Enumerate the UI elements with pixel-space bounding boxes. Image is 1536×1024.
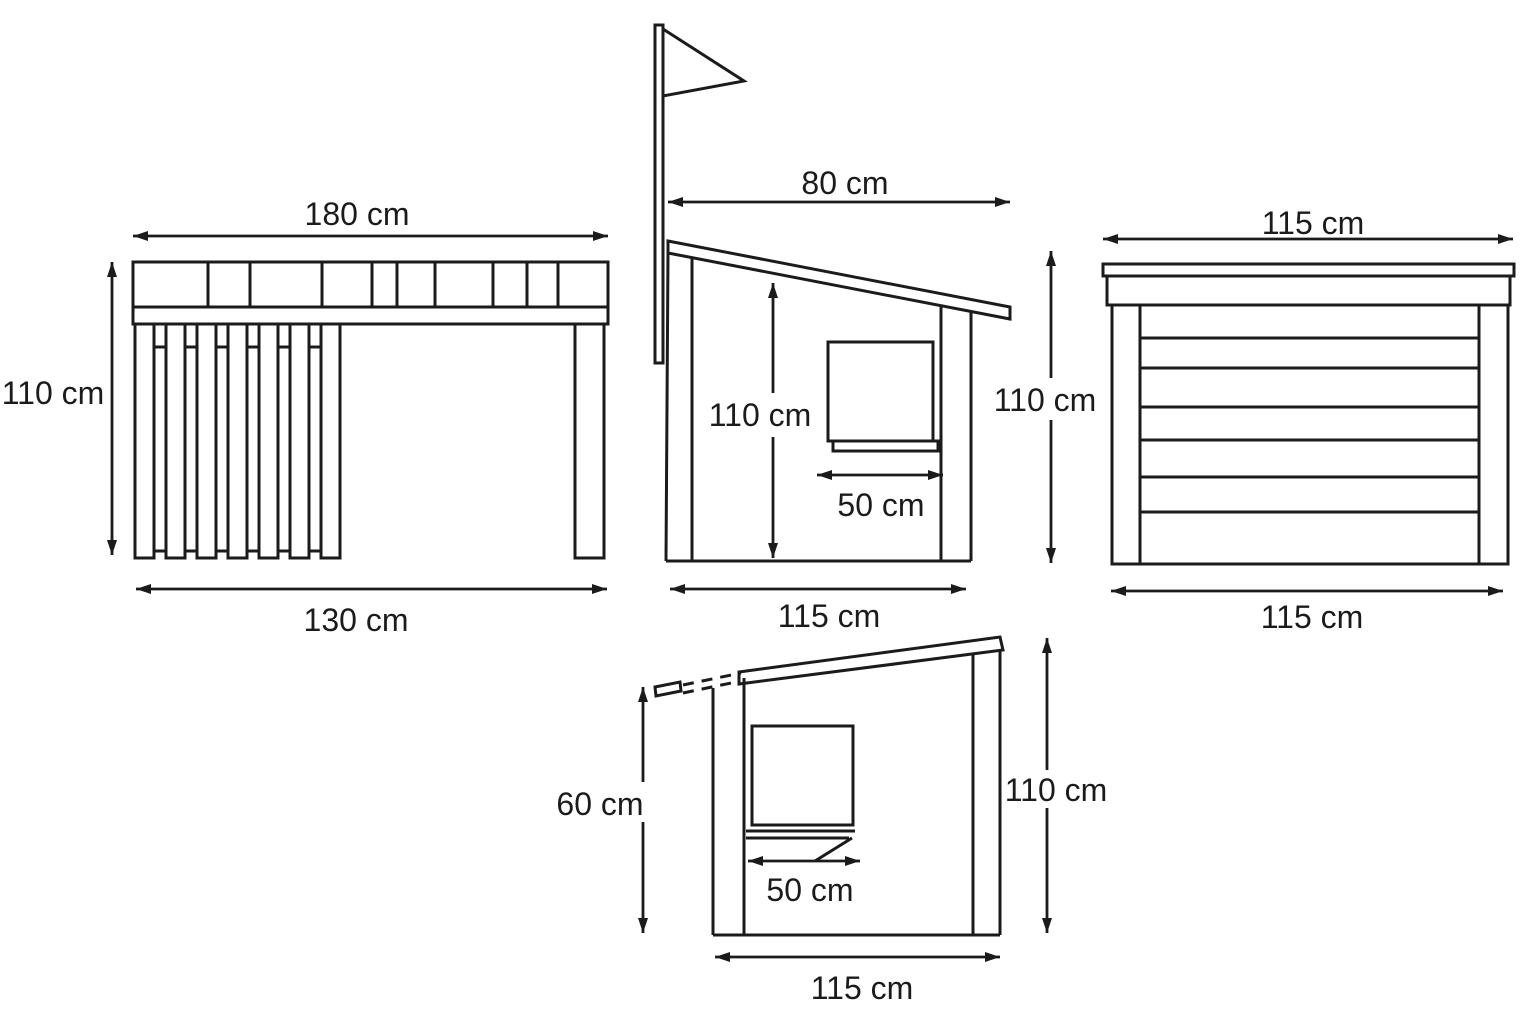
dim-label-window-width: 50 cm [837,487,924,523]
dim-label-side-width: 115 cm [811,970,914,1006]
slat [319,322,342,560]
slat [226,322,249,560]
dim-label-side-width: 115 cm [778,598,881,634]
roof-extension-dashed-top [682,671,742,687]
front-view: 180 cm 110 cm 130 cm [2,196,610,638]
roof-plank [666,239,1012,321]
slat [288,322,311,560]
dim-label-front-height: 60 cm [556,786,643,822]
flag-side-view: 80 cm 110 cm 110 cm 50 cm 115 cm [653,23,1097,634]
wall-edge-left-outer [664,252,670,562]
roof-strip-top [1101,262,1516,278]
dim-label-overall-height: 110 cm [1005,772,1108,808]
slat [214,345,230,553]
slat [307,345,323,553]
window-side-view: 60 cm 110 cm 50 cm 115 cm [556,635,1108,1006]
slat [133,322,156,560]
window [750,724,855,827]
corner-post-right [1477,303,1510,566]
window [826,340,935,443]
top-beam-dividers [206,262,560,307]
window-sill-open-flap [746,829,855,863]
leg-post [573,322,606,560]
dim-label-inner-height: 110 cm [709,397,812,433]
flag [661,26,748,98]
dim-label-front-bottom-width: 130 cm [304,602,409,638]
back-view: 115 cm 115 cm [1101,205,1516,635]
slat [152,345,168,553]
dim-label-overall-height: 110 cm [994,382,1097,418]
corner-post-left [1110,303,1142,566]
slat [195,322,218,560]
roof-extension-dashed-bottom [682,680,737,695]
plank-lines [1140,336,1479,514]
dim-label-roof-overhang: 80 cm [801,165,888,201]
dim-label-window-width: 50 cm [766,872,853,908]
roof-plank [737,635,1005,686]
slat [276,345,292,553]
slat [164,322,187,560]
roof-strip-bottom [1105,274,1512,307]
slat [245,345,261,553]
dim-label-back-top-width: 115 cm [1262,205,1365,241]
flag-pole [653,23,665,365]
slat [257,322,280,560]
slat-curtain [133,322,342,560]
roof-extension-piece [653,680,683,698]
dim-label-front-top-width: 180 cm [305,196,410,232]
slat [183,345,199,553]
window-sill [831,439,940,453]
dim-label-front-height: 110 cm [2,375,105,411]
dim-label-back-bottom-width: 115 cm [1261,599,1364,635]
top-rail [131,305,610,326]
